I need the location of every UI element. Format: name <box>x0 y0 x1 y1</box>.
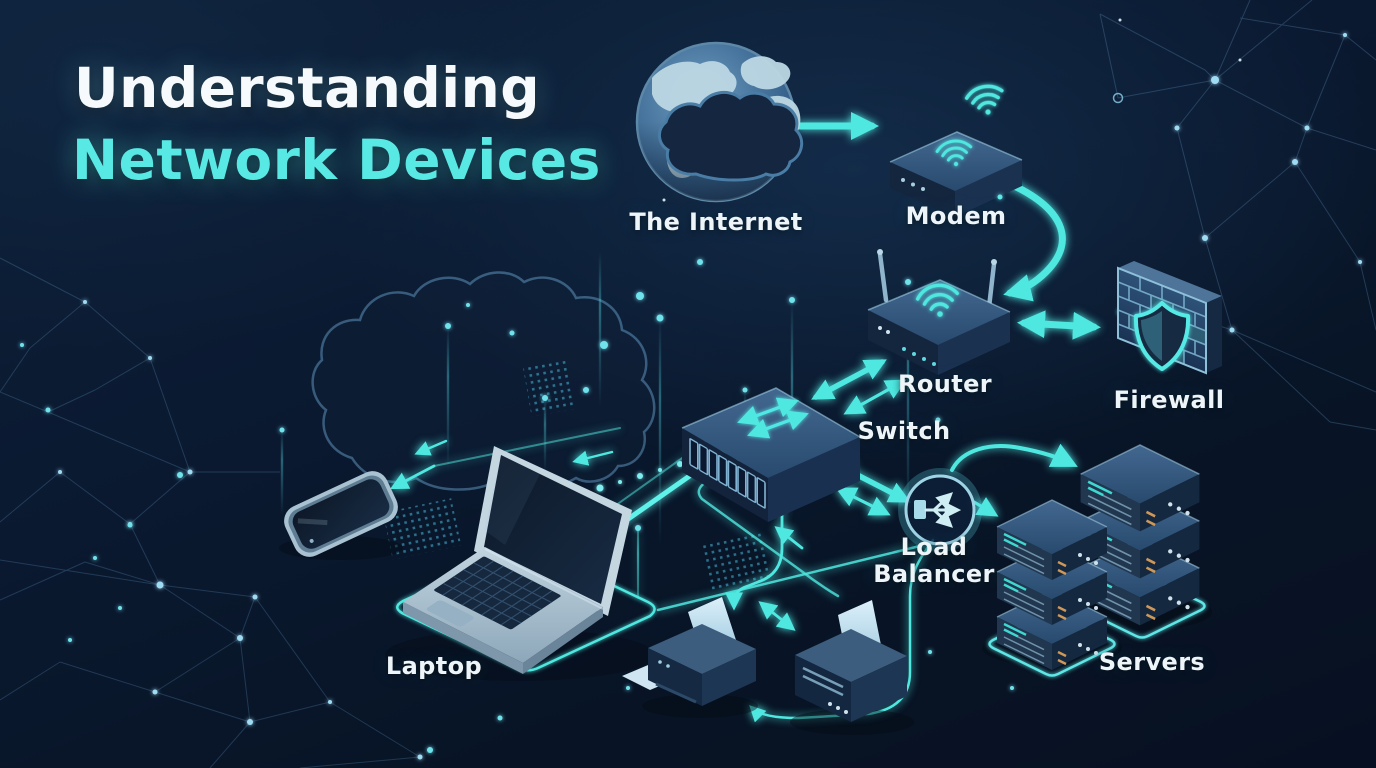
firewall-node <box>1117 261 1222 375</box>
printer-icon <box>795 600 907 722</box>
arrow-to-smartphone-1 <box>389 464 436 490</box>
load-balancer-icon <box>898 468 982 552</box>
printer-icon <box>622 597 756 706</box>
router-icon <box>867 249 1011 375</box>
laptop-node <box>385 446 656 681</box>
white-sparkles <box>578 18 1242 202</box>
printer-left-node <box>622 597 758 718</box>
printer-right-node <box>790 600 914 735</box>
title-line-1: Understanding <box>74 56 541 120</box>
arrow-switch-router-1 <box>811 359 887 400</box>
laptop-icon <box>403 446 632 674</box>
laptop-label: Laptop <box>385 652 483 680</box>
load-balancer-node <box>898 468 982 552</box>
internet-node <box>635 41 804 203</box>
switch-transfer-arrows-icon <box>737 397 809 439</box>
arrow-switch-loadbalancer-2 <box>835 487 891 516</box>
load-balancer-label-line1: Load <box>900 533 968 561</box>
shield-icon <box>1133 301 1191 371</box>
arrow-loadbalancer-to-servers <box>950 443 1078 472</box>
arrow-to-smartphone-2 <box>414 439 448 456</box>
trace-switch-to-left-printer <box>724 476 784 611</box>
cloud-icon <box>658 90 804 182</box>
trace-loadbalancer-to-right-printer <box>749 538 935 723</box>
devices <box>279 41 1222 735</box>
arrow-router-firewall <box>1017 310 1101 340</box>
load-balancer-label-line2: Balancer <box>873 559 995 588</box>
firewall-label: Firewall <box>1113 386 1225 414</box>
arrow-on-circuit <box>774 526 804 550</box>
router-label: Router <box>897 370 993 398</box>
modem-label: Modem <box>905 202 1007 230</box>
arrow-modem-to-router <box>1003 179 1066 302</box>
modem-icon <box>889 131 1023 217</box>
arrow-switch-router-2 <box>843 379 907 415</box>
title-line-2: Network Devices <box>72 128 601 192</box>
load-balancer-label: Load Balancer <box>873 534 995 588</box>
arrow-to-laptop <box>572 450 614 466</box>
router-node <box>867 249 1011 375</box>
internet-label: The Internet <box>629 208 803 236</box>
trace-circuit-switch-printers <box>697 444 840 598</box>
servers-node <box>982 443 1212 677</box>
glow-dots <box>20 259 1123 753</box>
arrow-printer-double <box>758 601 796 631</box>
smartphone-icon <box>284 471 398 557</box>
wifi-icon <box>964 84 1004 115</box>
data-dot-matrix <box>382 359 772 590</box>
switch-icon <box>681 387 861 522</box>
switch-node <box>681 387 861 522</box>
leader-to-smartphone <box>433 427 621 467</box>
servers-label: Servers <box>1098 648 1206 676</box>
server-stack-left <box>995 498 1109 672</box>
modem-node <box>889 84 1023 217</box>
switch-label: Switch <box>857 417 951 445</box>
line-laptop-platform-to-loadbalancer <box>656 544 922 612</box>
cloud-outline <box>311 271 656 491</box>
smartphone-node <box>279 471 403 560</box>
arrow-loadbalancer-short <box>972 497 999 517</box>
